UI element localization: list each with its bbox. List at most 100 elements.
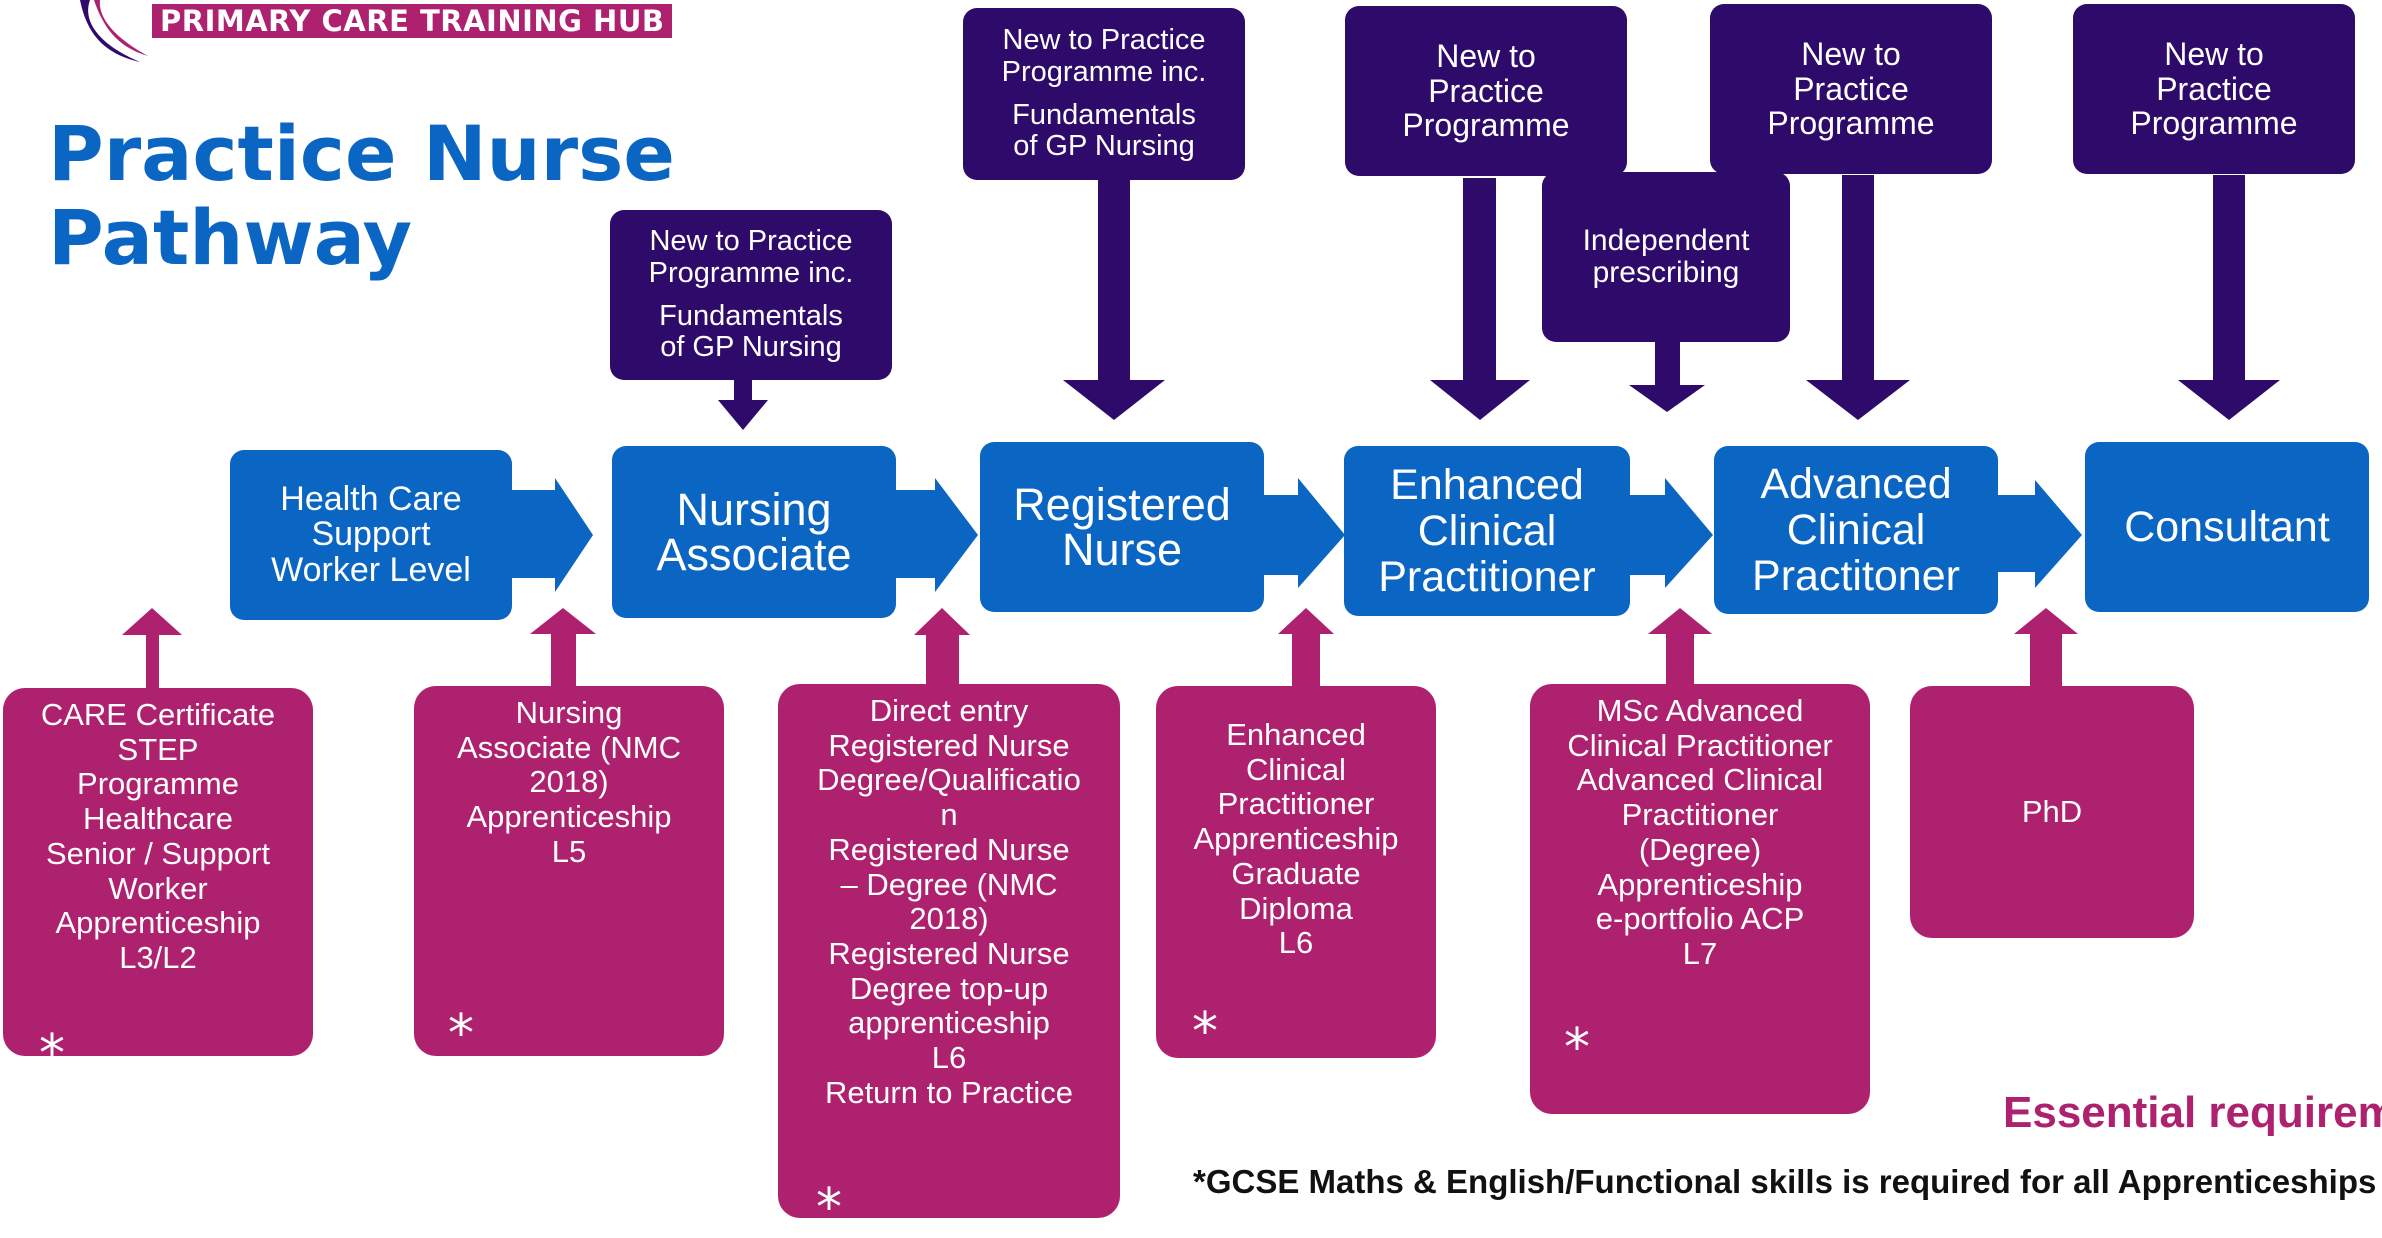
requirement-text: Nursing — [515, 695, 623, 730]
requirement-box-enhanced: Enhanced Clinical Practitioner Apprentic… — [1156, 686, 1436, 1058]
arrow-right-icon — [1628, 478, 1713, 588]
stage-advanced-clinical-practitioner: Advanced Clinical Practitoner — [1714, 446, 1998, 614]
programme-text: of GP Nursing — [660, 331, 842, 364]
requirement-text: L6 — [1278, 925, 1314, 961]
requirement-text: Clinical Practitioner — [1567, 727, 1833, 763]
programme-text: Practice — [1428, 72, 1544, 109]
programme-text: New to Practice — [1002, 24, 1206, 57]
arrow-up-icon — [2014, 608, 2078, 690]
arrow-right-icon — [892, 478, 978, 592]
requirement-text: Senior / Support — [45, 835, 271, 871]
requirement-text: n — [940, 797, 958, 833]
arrow-right-icon — [1262, 478, 1345, 588]
programme-text: New to — [1801, 36, 1901, 73]
asterisk-icon: * — [39, 1024, 65, 1084]
stage-label: Enhanced — [1390, 461, 1584, 509]
stage-label: Nursing — [676, 484, 832, 535]
programme-text: prescribing — [1592, 256, 1740, 289]
requirement-text: (Degree) — [1638, 831, 1762, 867]
requirement-text: Associate (NMC — [457, 729, 681, 765]
requirement-text: Clinical — [1246, 751, 1346, 787]
requirement-text: 2018) — [529, 764, 609, 800]
logo-swoosh-icon — [80, 0, 148, 62]
arrow-right-icon — [1997, 480, 2082, 588]
requirement-text: Degree/Qualificatio — [817, 762, 1081, 798]
asterisk-icon: * — [1564, 1018, 1590, 1078]
requirement-box-nursing-associate: Nursing Associate (NMC 2018) Apprentices… — [414, 686, 724, 1060]
requirement-text: Registered Nurse — [828, 727, 1070, 763]
requirement-text: Apprenticeship — [1597, 866, 1803, 902]
programme-text: Programme — [1767, 105, 1935, 142]
programme-text: Practice — [1793, 70, 1909, 107]
requirement-text: e-portfolio ACP — [1595, 901, 1805, 937]
requirement-text: L5 — [551, 833, 587, 869]
requirement-text: CARE Certificate — [40, 697, 276, 732]
arrow-up-icon — [1278, 608, 1334, 690]
programme-box-independent-prescribing: Independent prescribing — [1542, 172, 1790, 342]
programme-text: New to Practice — [649, 225, 853, 258]
requirement-text: L3/L2 — [119, 940, 197, 976]
stage-arrows — [510, 478, 2082, 592]
stage-label: Support — [311, 515, 431, 554]
requirement-text: apprenticeship — [848, 1005, 1050, 1041]
stage-label: Associate — [656, 529, 852, 580]
requirement-text: L7 — [1682, 936, 1718, 972]
programme-text: Fundamentals — [1012, 99, 1196, 131]
arrow-up-icon — [914, 608, 970, 690]
stage-label: Practitoner — [1752, 552, 1960, 600]
gcse-note: *GCSE Maths & English/Functional skills … — [1193, 1163, 2377, 1200]
stage-health-care-support-worker: Health Care Support Worker Level — [230, 450, 512, 620]
programme-box-enhanced: New to Practice Programme — [1345, 6, 1627, 176]
asterisk-icon: * — [1192, 1002, 1218, 1062]
requirement-text: Registered Nurse — [828, 831, 1070, 867]
programme-arrows — [718, 170, 2280, 430]
arrow-down-icon — [1430, 178, 1530, 420]
stage-label: Health Care — [280, 479, 462, 518]
stage-label: Clinical — [1786, 506, 1926, 554]
requirement-text: L6 — [931, 1040, 967, 1076]
arrow-up-icon — [1648, 608, 1712, 690]
stage-nursing-associate: Nursing Associate — [612, 446, 896, 618]
requirement-text: Apprenticeship — [55, 905, 261, 941]
programme-text: New to — [2164, 36, 2264, 73]
arrow-down-icon — [2178, 175, 2280, 420]
requirement-text: Advanced Clinical — [1576, 762, 1824, 798]
stage-label: Practitioner — [1378, 553, 1596, 601]
logo-text: PRIMARY CARE TRAINING HUB — [152, 4, 673, 38]
programme-text: Practice — [2156, 70, 2272, 107]
programme-box-advanced: New to Practice Programme — [1710, 4, 1992, 174]
requirement-box-advanced: MSc Advanced Clinical Practitioner Advan… — [1530, 684, 1870, 1114]
programme-text: of GP Nursing — [1013, 130, 1195, 163]
stage-label: Registered — [1013, 479, 1231, 530]
programme-text: Programme inc. — [648, 256, 854, 289]
arrow-down-icon — [718, 378, 768, 430]
stage-label: Worker Level — [271, 550, 471, 589]
essential-requirements-heading: Essential requirements — [2003, 1088, 2382, 1137]
arrow-down-icon — [1806, 175, 1910, 420]
requirement-text: 2018) — [909, 901, 989, 937]
requirement-text: Practitioner — [1217, 786, 1375, 822]
asterisk-icon: * — [448, 1004, 474, 1064]
stage-enhanced-clinical-practitioner: Enhanced Clinical Practitioner — [1344, 446, 1630, 616]
requirement-text: Enhanced — [1226, 717, 1366, 752]
stage-label: Consultant — [2124, 502, 2330, 551]
programme-text: Programme inc. — [1001, 55, 1207, 88]
arrow-up-icon — [122, 608, 182, 690]
requirement-text: Diploma — [1239, 890, 1353, 926]
requirement-text: Degree top-up — [849, 970, 1049, 1006]
stage-consultant: Consultant — [2085, 442, 2369, 612]
requirement-text: PhD — [2021, 793, 2083, 829]
requirement-text: Healthcare — [83, 801, 233, 837]
programme-text: Fundamentals — [659, 300, 843, 332]
programme-box-consultant: New to Practice Programme — [2073, 4, 2355, 174]
requirement-text: Programme — [77, 766, 239, 802]
programme-box-registered-nurse: New to Practice Programme inc. Fundament… — [963, 8, 1245, 180]
arrow-down-icon — [1629, 340, 1705, 412]
requirement-text: Worker — [108, 870, 208, 906]
requirement-text: Graduate — [1231, 855, 1361, 891]
arrow-down-icon — [1063, 170, 1165, 420]
stage-registered-nurse: Registered Nurse — [980, 442, 1264, 612]
title-line-2: Pathway — [48, 192, 413, 282]
stage-label: Clinical — [1417, 507, 1557, 555]
